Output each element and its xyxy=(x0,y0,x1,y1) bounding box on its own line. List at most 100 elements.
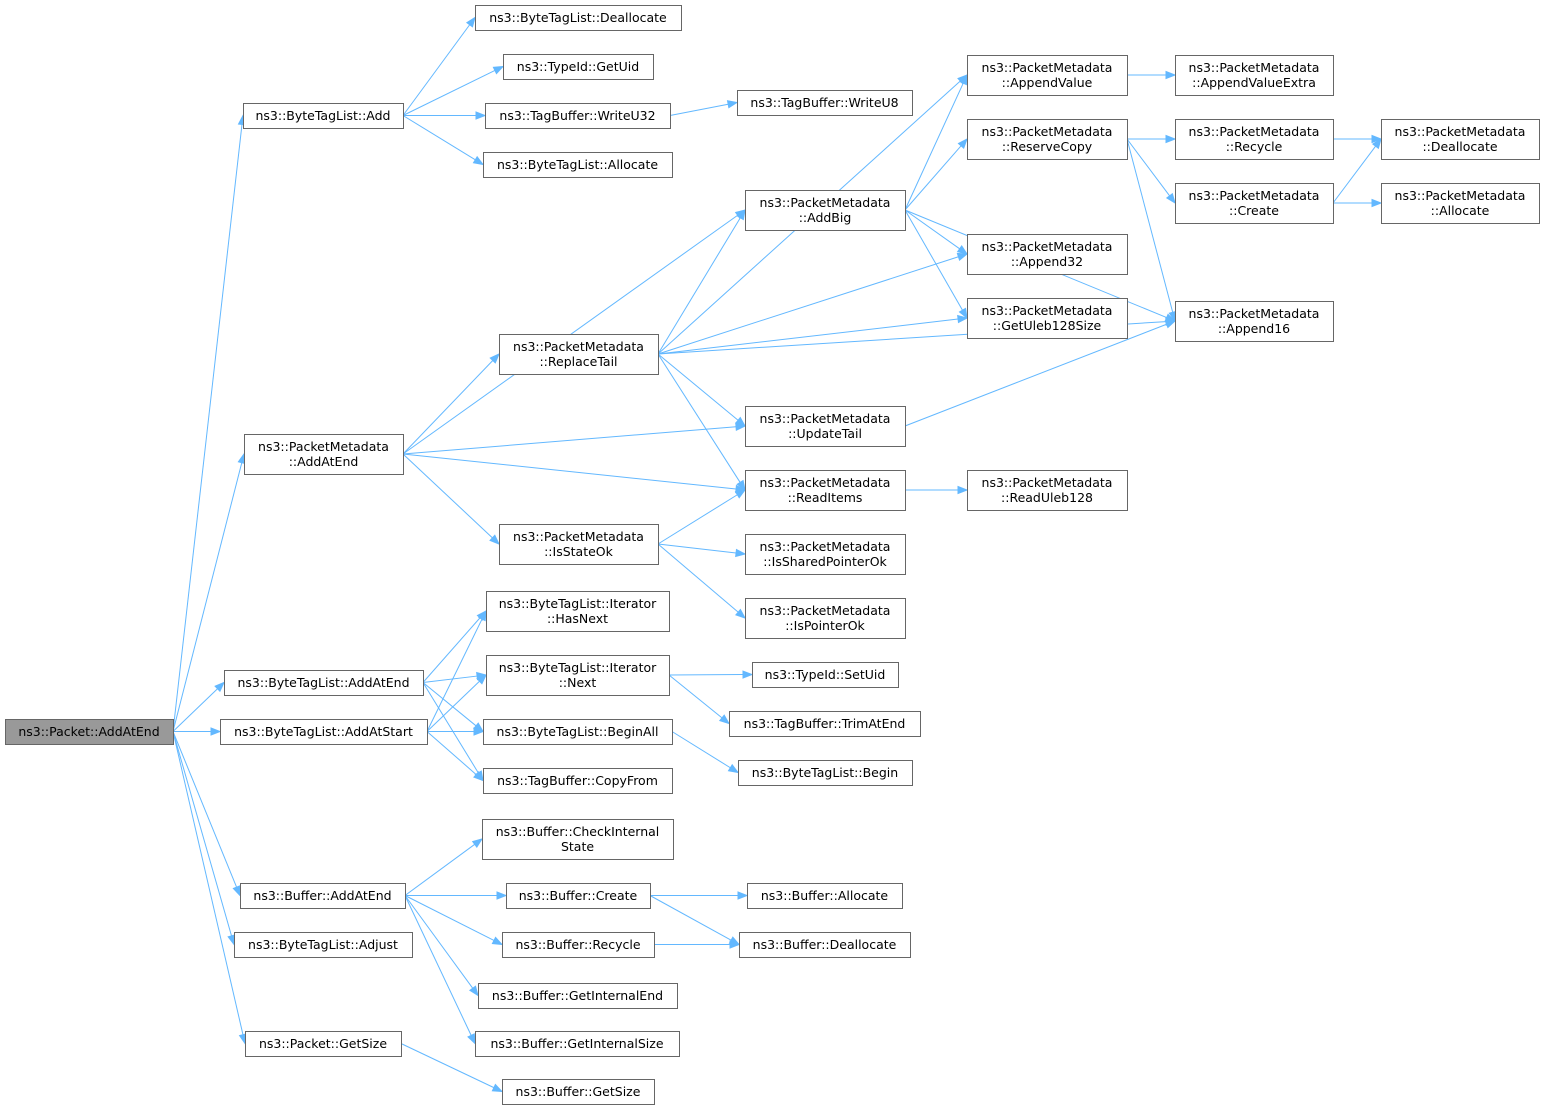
node-box xyxy=(475,1031,680,1057)
node-box xyxy=(234,932,413,958)
edge-arrowhead xyxy=(492,65,505,75)
edge-pm-isstateok-to-pm-readitems xyxy=(657,489,747,545)
node-btl-addatend[interactable]: ns3::ByteTagList::AddAtEnd xyxy=(224,670,424,696)
node-pm-addbig[interactable]: ns3::PacketMetadata::AddBig xyxy=(745,190,906,231)
node-pm-addatend[interactable]: ns3::PacketMetadata::AddAtEnd xyxy=(244,434,404,475)
node-pm-create[interactable]: ns3::PacketMetadata::Create xyxy=(1175,183,1334,224)
edge-arrowhead xyxy=(473,771,485,782)
node-pm-readuleb[interactable]: ns3::PacketMetadata::ReadUleb128 xyxy=(967,470,1128,511)
node-pm-alloc[interactable]: ns3::PacketMetadata::Allocate xyxy=(1381,183,1540,224)
node-pm-append32[interactable]: ns3::PacketMetadata::Append32 xyxy=(967,234,1128,275)
edge-pm-create-to-pm-alloc xyxy=(1333,198,1383,208)
edge-packet-addatend-to-btl-add xyxy=(172,114,247,732)
edge-buf-addatend-to-buf-recycle xyxy=(404,895,504,946)
node-btl-alloc[interactable]: ns3::ByteTagList::Allocate xyxy=(483,152,673,178)
edge-pm-updatetail-to-pm-append16 xyxy=(904,320,1177,427)
node-tb-trimatend[interactable]: ns3::TagBuffer::TrimAtEnd xyxy=(729,711,921,737)
edge-line xyxy=(172,124,243,732)
edge-arrowhead xyxy=(465,16,476,28)
edge-arrowhead xyxy=(1371,134,1383,144)
node-box xyxy=(483,152,673,178)
node-pm-append16[interactable]: ns3::PacketMetadata::Append16 xyxy=(1175,301,1334,342)
node-box xyxy=(747,883,903,909)
node-tb-writeu32[interactable]: ns3::TagBuffer::WriteU32 xyxy=(485,103,671,129)
node-box xyxy=(745,190,906,231)
node-pm-appendvalueextra[interactable]: ns3::PacketMetadata::AppendValueExtra xyxy=(1175,55,1334,96)
node-buf-recycle[interactable]: ns3::Buffer::Recycle xyxy=(502,932,655,958)
node-packet-getsize[interactable]: ns3::Packet::GetSize xyxy=(245,1031,402,1057)
edge-pm-readitems-to-pm-readuleb xyxy=(905,485,969,495)
node-label: ::IsStateOk xyxy=(544,544,614,559)
node-pm-appendvalue[interactable]: ns3::PacketMetadata::AppendValue xyxy=(967,55,1128,96)
node-pm-reservecopy[interactable]: ns3::PacketMetadata::ReserveCopy xyxy=(967,119,1128,160)
node-typeid-setuid[interactable]: ns3::TypeId::SetUid xyxy=(752,662,899,688)
node-pm-readitems[interactable]: ns3::PacketMetadata::ReadItems xyxy=(745,470,906,511)
node-box xyxy=(5,719,174,745)
node-box xyxy=(478,983,678,1009)
edge-line xyxy=(422,675,478,683)
node-box xyxy=(752,662,899,688)
node-pm-issharedptr[interactable]: ns3::PacketMetadata::IsSharedPointerOk xyxy=(745,534,906,575)
node-label: ns3::Packet::AddAtEnd xyxy=(18,724,159,739)
node-label: ::ReadItems xyxy=(788,490,863,505)
edge-pm-replacetail-to-pm-append32 xyxy=(657,252,969,355)
node-btl-dealloc[interactable]: ns3::ByteTagList::Deallocate xyxy=(475,5,682,31)
node-label: ns3::PacketMetadata xyxy=(1189,124,1320,139)
node-box xyxy=(967,470,1128,511)
node-btl-add[interactable]: ns3::ByteTagList::Add xyxy=(243,103,404,129)
edge-line xyxy=(402,426,737,455)
node-buf-dealloc[interactable]: ns3::Buffer::Deallocate xyxy=(739,932,911,958)
node-buf-alloc[interactable]: ns3::Buffer::Allocate xyxy=(747,883,903,909)
node-label: ns3::Buffer::Recycle xyxy=(515,937,640,952)
node-label: ::Append32 xyxy=(1011,254,1083,269)
node-buf-create[interactable]: ns3::Buffer::Create xyxy=(506,883,651,909)
node-packet-addatend[interactable]: ns3::Packet::AddAtEnd xyxy=(5,719,174,745)
edge-line xyxy=(1126,138,1170,197)
node-buf-getsize[interactable]: ns3::Buffer::GetSize xyxy=(502,1079,655,1105)
edge-arrowhead xyxy=(735,608,747,619)
node-pm-isptrok[interactable]: ns3::PacketMetadata::IsPointerOk xyxy=(745,598,906,639)
node-buf-addatend[interactable]: ns3::Buffer::AddAtEnd xyxy=(240,883,406,909)
edge-arrowhead xyxy=(1371,198,1383,208)
node-label: ns3::PacketMetadata xyxy=(1189,188,1320,203)
node-label: ns3::ByteTagList::AddAtStart xyxy=(234,724,413,739)
node-label: ns3::ByteTagList::BeginAll xyxy=(497,724,659,739)
node-label: ns3::Buffer::GetSize xyxy=(516,1084,641,1099)
node-btl-addatstart[interactable]: ns3::ByteTagList::AddAtStart xyxy=(220,719,428,745)
edge-pm-addbig-to-pm-reservecopy xyxy=(904,137,968,211)
node-tb-writeu8[interactable]: ns3::TagBuffer::WriteU8 xyxy=(737,90,913,116)
edge-line xyxy=(904,145,962,211)
edge-arrowhead xyxy=(742,670,754,679)
edge-line xyxy=(1332,145,1376,204)
node-btl-beginall[interactable]: ns3::ByteTagList::BeginAll xyxy=(483,719,673,745)
node-label: ns3::PacketMetadata xyxy=(760,539,891,554)
edge-line xyxy=(404,843,476,896)
node-buf-getinternalend[interactable]: ns3::Buffer::GetInternalEnd xyxy=(478,983,678,1009)
node-box xyxy=(967,298,1128,339)
node-btl-it-hasnext[interactable]: ns3::ByteTagList::Iterator::HasNext xyxy=(486,591,670,632)
node-btl-begin[interactable]: ns3::ByteTagList::Begin xyxy=(738,760,913,786)
node-pm-dealloc[interactable]: ns3::PacketMetadata::Deallocate xyxy=(1381,119,1540,160)
edge-arrowhead xyxy=(734,489,747,499)
node-label: ::AddAtEnd xyxy=(289,454,359,469)
node-pm-getuleb[interactable]: ns3::PacketMetadata::GetUleb128Size xyxy=(967,298,1128,339)
node-box xyxy=(485,103,671,129)
node-box xyxy=(729,711,921,737)
node-pm-replacetail[interactable]: ns3::PacketMetadata::ReplaceTail xyxy=(499,334,659,375)
node-pm-isstateok[interactable]: ns3::PacketMetadata::IsStateOk xyxy=(499,524,659,565)
node-pm-updatetail[interactable]: ns3::PacketMetadata::UpdateTail xyxy=(745,406,906,447)
node-label: ns3::Buffer::Deallocate xyxy=(753,937,897,952)
edge-line xyxy=(172,731,233,936)
edge-pm-addbig-to-pm-appendvalue xyxy=(904,73,968,211)
node-tb-copyfrom[interactable]: ns3::TagBuffer::CopyFrom xyxy=(483,768,673,794)
node-btl-it-next[interactable]: ns3::ByteTagList::Iterator::Next xyxy=(486,655,670,696)
edge-line xyxy=(657,494,738,545)
edge-arrowhead xyxy=(737,891,749,900)
node-btl-adjust[interactable]: ns3::ByteTagList::Adjust xyxy=(234,932,413,958)
node-box xyxy=(499,334,659,375)
node-buf-getinternalsize[interactable]: ns3::Buffer::GetInternalSize xyxy=(475,1031,680,1057)
node-pm-recycle[interactable]: ns3::PacketMetadata::Recycle xyxy=(1175,119,1334,160)
node-typeid-getuid[interactable]: ns3::TypeId::GetUid xyxy=(503,54,654,80)
node-box xyxy=(220,719,428,745)
